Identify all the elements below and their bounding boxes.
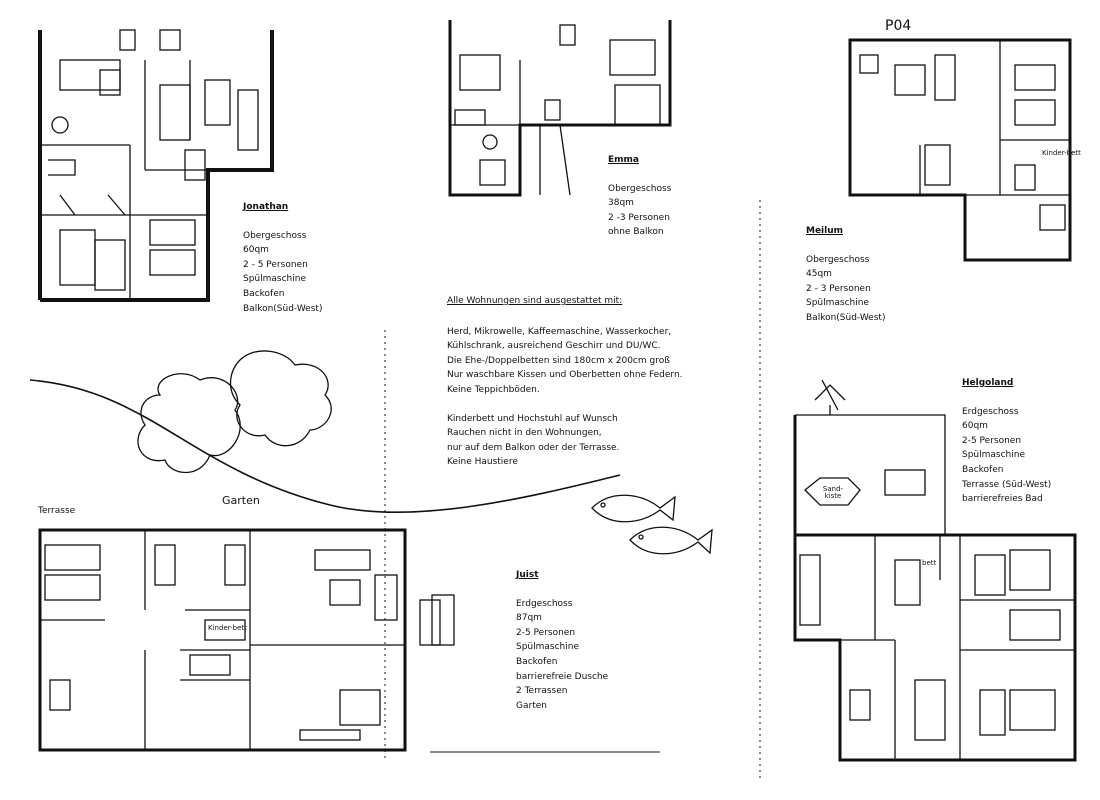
juist-detail-7: 2 Terrassen bbox=[516, 686, 568, 697]
helgoland-detail-3: 2-5 Personen bbox=[962, 435, 1022, 446]
jonathan-title: Jonathan bbox=[243, 202, 289, 212]
meilum-info: Meilum Obergeschoss 45qm 2 - 3 Personen … bbox=[806, 224, 885, 326]
juist-detail-6: barrierefreie Dusche bbox=[516, 671, 609, 682]
garden-label: Garten bbox=[222, 494, 260, 507]
jonathan-detail-4: Spülmaschine bbox=[243, 274, 306, 285]
tree-2 bbox=[229, 350, 332, 447]
helgoland-detail-1: Erdgeschoss bbox=[962, 406, 1019, 417]
juist-detail-1: Erdgeschoss bbox=[516, 598, 573, 609]
meilum-detail-4: Spülmaschine bbox=[806, 298, 869, 309]
helgoland-detail-6: Terrasse (Süd-West) bbox=[962, 479, 1052, 490]
policy-line-1: Kinderbett und Hochstuhl auf Wunsch bbox=[447, 413, 618, 424]
juist-detail-4: Spülmaschine bbox=[516, 642, 579, 653]
meilum-floor-plan bbox=[848, 38, 1072, 262]
emma-detail-3: 2 -3 Personen bbox=[608, 212, 670, 223]
sandbox-label: Sand-kiste bbox=[822, 485, 844, 500]
juist-detail-2: 87qm bbox=[516, 613, 542, 624]
helgoland-bett-label: bett bbox=[922, 559, 937, 567]
meilum-detail-5: Balkon(Süd-West) bbox=[806, 312, 886, 323]
meilum-title: Meilum bbox=[806, 226, 844, 236]
jonathan-info: Jonathan Obergeschoss 60qm 2 - 5 Persone… bbox=[243, 200, 322, 316]
policy-line-2: Rauchen nicht in den Wohnungen, bbox=[447, 428, 602, 439]
meilum-kinderbett-label: Kinder-bett bbox=[1042, 149, 1081, 157]
jonathan-detail-1: Obergeschoss bbox=[243, 230, 307, 241]
amenities-heading: Alle Wohnungen sind ausgestattet mit: bbox=[447, 296, 623, 306]
tree-1 bbox=[137, 373, 241, 473]
jonathan-detail-2: 60qm bbox=[243, 245, 269, 256]
fish-2 bbox=[629, 526, 713, 555]
emma-detail-1: Obergeschoss bbox=[608, 183, 672, 194]
emma-floor-plan bbox=[448, 20, 672, 197]
jonathan-detail-3: 2 - 5 Personen bbox=[243, 259, 308, 270]
helgoland-title: Helgoland bbox=[962, 378, 1014, 388]
juist-info: Juist Erdgeschoss 87qm 2-5 Personen Spül… bbox=[516, 568, 608, 713]
meilum-detail-3: 2 - 3 Personen bbox=[806, 283, 871, 294]
helgoland-detail-2: 60qm bbox=[962, 421, 988, 432]
jonathan-floor-plan bbox=[38, 29, 274, 302]
amenity-line-4: Nur waschbare Kissen und Oberbetten ohne… bbox=[447, 370, 683, 381]
helgoland-floor-plan bbox=[793, 379, 1077, 762]
meilum-detail-2: 45qm bbox=[806, 269, 832, 280]
emma-info: Emma Obergeschoss 38qm 2 -3 Personen ohn… bbox=[608, 153, 671, 240]
juist-detail-8: Garten bbox=[516, 700, 547, 711]
emma-detail-4: ohne Balkon bbox=[608, 227, 664, 238]
helgoland-info: Helgoland Erdgeschoss 60qm 2-5 Personen … bbox=[962, 376, 1051, 507]
jonathan-detail-6: Balkon(Süd-West) bbox=[243, 303, 323, 314]
policy-line-4: Keine Haustiere bbox=[447, 457, 518, 468]
meilum-top-label: P04 bbox=[885, 18, 912, 34]
emma-detail-2: 38qm bbox=[608, 198, 634, 209]
jonathan-detail-5: Backofen bbox=[243, 288, 285, 299]
amenity-line-5: Keine Teppichböden. bbox=[447, 384, 540, 395]
juist-detail-3: 2-5 Personen bbox=[516, 627, 576, 638]
meilum-detail-1: Obergeschoss bbox=[806, 254, 870, 265]
juist-detail-5: Backofen bbox=[516, 656, 558, 667]
emma-title: Emma bbox=[608, 155, 639, 165]
terrace-label: Terrasse bbox=[38, 506, 76, 516]
amenity-line-3: Die Ehe-/Doppelbetten sind 180cm x 200cm… bbox=[447, 355, 670, 366]
policy-line-3: nur auf dem Balkon oder der Terrasse. bbox=[447, 442, 620, 453]
garden-path bbox=[29, 379, 621, 514]
juist-kinderbett-label: Kinder-bett bbox=[208, 624, 247, 632]
helgoland-detail-4: Spülmaschine bbox=[962, 450, 1025, 461]
juist-floor-plan bbox=[38, 528, 455, 752]
amenity-line-1: Herd, Mikrowelle, Kaffeemaschine, Wasser… bbox=[447, 326, 672, 337]
helgoland-detail-7: barrierefreies Bad bbox=[962, 494, 1043, 505]
fish-1 bbox=[591, 494, 676, 523]
helgoland-detail-5: Backofen bbox=[962, 464, 1004, 475]
amenities-block: Alle Wohnungen sind ausgestattet mit: He… bbox=[447, 294, 683, 470]
juist-title: Juist bbox=[516, 570, 539, 580]
amenity-line-2: Kühlschrank, ausreichend Geschirr und DU… bbox=[447, 341, 661, 352]
